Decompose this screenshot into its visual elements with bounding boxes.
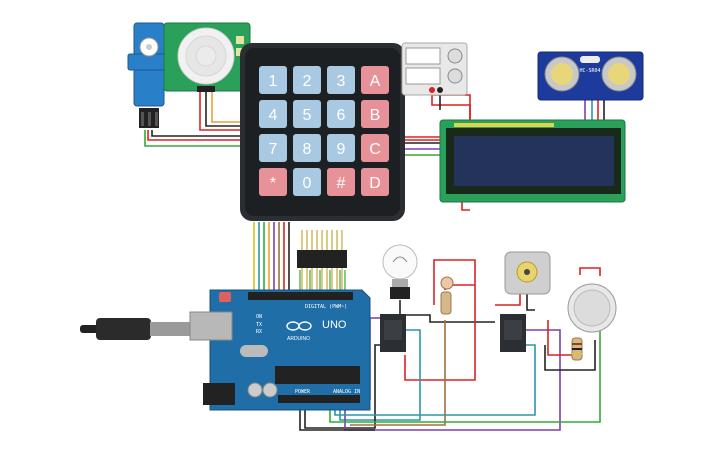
keypad-key-8	[293, 134, 321, 162]
keypad-key-label: 2	[303, 73, 312, 90]
arduino-uno: UNO ARDUINO DIGITAL (PWM~) POWER ANALOG …	[189, 289, 371, 411]
wire-red-motor	[495, 292, 521, 306]
keypad-key-4	[259, 100, 287, 128]
wire-black-top	[151, 130, 240, 137]
keypad-key-label: 8	[303, 141, 312, 158]
keypad-key-label: 1	[269, 73, 278, 90]
pir-sensor	[163, 22, 251, 92]
wire-brown-ldr	[350, 320, 446, 426]
keypad-key-label: 6	[337, 107, 346, 124]
keypad-key-9	[327, 134, 355, 162]
keypad-key-2	[293, 66, 321, 94]
keypad-key-hash	[327, 168, 355, 196]
tx-label: TX	[256, 322, 262, 328]
ultrasonic-label: HC-SR04	[579, 68, 600, 74]
wire-lcd-power	[461, 200, 470, 211]
ultrasonic-sensor: HC-SR04	[537, 51, 644, 101]
wire-red-pir	[199, 92, 240, 131]
resistor	[571, 337, 583, 361]
keypad-key-7	[259, 134, 287, 162]
power-supply	[401, 42, 468, 96]
relay-1	[380, 314, 406, 352]
power-header-label: POWER	[295, 389, 311, 395]
keypad-key-5	[293, 100, 321, 128]
relay-2	[500, 314, 526, 352]
keypad-key-label: *	[270, 175, 276, 192]
rx-label: RX	[256, 329, 262, 335]
wire-black-pir	[205, 92, 240, 127]
keypad-key-star	[259, 168, 287, 196]
wire-black-motor	[526, 292, 535, 311]
wire-red-gas	[579, 267, 601, 276]
keypad-key-label: C	[369, 141, 381, 158]
keypad-key-6	[327, 100, 355, 128]
on-led-label: ON	[256, 314, 262, 320]
gas-sensor	[567, 283, 617, 333]
wire-black-left	[299, 410, 375, 431]
keypad-key-label: 3	[337, 73, 346, 90]
keypad-key-label: 7	[269, 141, 278, 158]
lcd-16x2	[439, 119, 626, 203]
keypad-key-C	[361, 134, 389, 162]
wires	[144, 92, 605, 431]
arduino-brand: ARDUINO	[287, 336, 310, 342]
wire-black-relay1	[304, 344, 380, 429]
keypad-key-label: A	[370, 73, 381, 90]
keypad-key-label: #	[337, 175, 346, 192]
keypad-key-3	[327, 66, 355, 94]
dc-motor	[504, 251, 551, 295]
keypad-key-A	[361, 66, 389, 94]
wire-teal-relay	[339, 329, 421, 421]
keypad-4x4: 1 2 3 A 4 5 6 B 7 8 9 C * 0 # D	[240, 43, 405, 268]
keypad-key-label: D	[369, 175, 381, 192]
photoresistor	[440, 276, 454, 315]
keypad-key-1	[259, 66, 287, 94]
keypad-key-label: 0	[303, 175, 312, 192]
keypad-key-label: 4	[269, 107, 278, 124]
analog-header-label: ANALOG IN	[333, 389, 360, 395]
wire-red-relay	[404, 259, 476, 381]
digital-header-label: DIGITAL (PWM~)	[305, 304, 347, 310]
usb-cable	[80, 318, 195, 340]
keypad-key-B	[361, 100, 389, 128]
wire-black-bulb	[399, 300, 495, 323]
keypad-key-label: 5	[303, 107, 312, 124]
light-bulb	[382, 244, 418, 299]
keypad-key-0	[293, 168, 321, 196]
wire-black-gas	[544, 340, 596, 371]
keypad-key-label: B	[370, 107, 381, 124]
wire-orange-pir	[211, 92, 240, 123]
arduino-model: UNO	[322, 319, 347, 331]
wire-red-gas2	[547, 320, 575, 356]
keypad-key-D	[361, 168, 389, 196]
keypad-key-label: 9	[337, 141, 346, 158]
wire-green-top	[144, 130, 240, 147]
servo-motor	[127, 22, 171, 128]
